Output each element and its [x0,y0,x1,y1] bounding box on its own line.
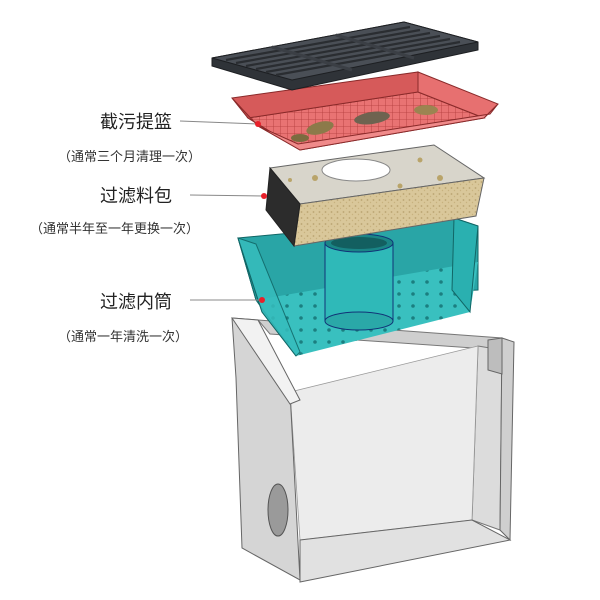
leader-line-basket [179,120,261,127]
leader-line-filter-pack [189,193,267,199]
grate-cover [211,21,479,91]
filter-pack-title: 过滤料包 [100,186,172,207]
filter-pack-note: （通常半年至一年更换一次） [30,222,200,237]
filter-pack-part [265,144,486,248]
basket-part [231,71,499,151]
drain-housing [231,317,515,583]
filter-cylinder-title: 过滤内筒 [100,292,172,313]
basket-title: 截污提篮 [100,112,172,133]
basket-note: （通常三个月清理一次） [58,150,202,165]
filter-cylinder-note: （通常一年清洗一次） [58,330,189,345]
leader-line-filter-cylinder [190,297,265,303]
